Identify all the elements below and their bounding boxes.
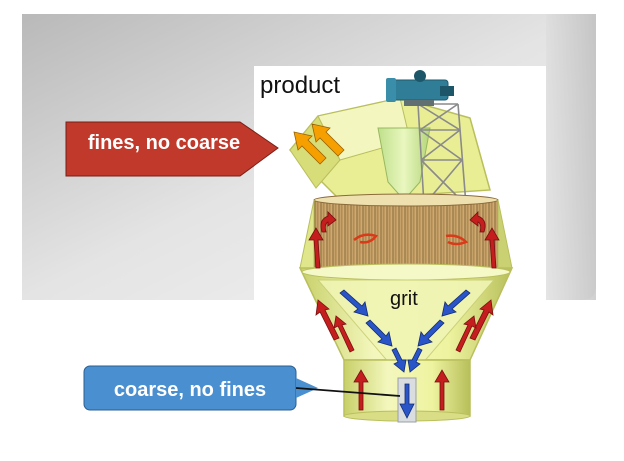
grit-down-arrows	[339, 289, 471, 419]
coarse-connector-line	[295, 387, 401, 397]
swirl-arrows	[353, 233, 469, 246]
inner-cone	[377, 127, 431, 201]
coarse-callout-text: coarse, no fines	[113, 379, 267, 401]
fines-callout-text: fines, no coarse	[87, 132, 241, 154]
product-out-arrows	[293, 123, 345, 165]
fines-arrow-callout	[65, 121, 279, 177]
airflow-up-arrows	[308, 211, 500, 411]
motor-icon	[386, 70, 454, 106]
support-frame	[417, 103, 467, 206]
product-label: product	[260, 72, 341, 99]
grey-panel-right	[546, 14, 596, 300]
grit-label: grit	[390, 288, 418, 310]
